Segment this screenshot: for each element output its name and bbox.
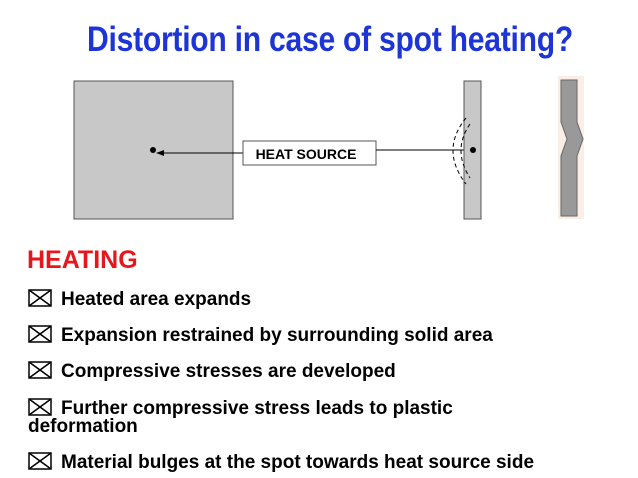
heat-source-label-box	[242, 140, 377, 166]
bullet-text: Further compressive stress leads to plas…	[61, 398, 453, 419]
bullet-text: Compressive stresses are developed	[61, 361, 396, 382]
bullet-item: Expansion restrained by surrounding soli…	[28, 325, 493, 346]
arrow-head-left	[156, 150, 164, 156]
boxed-x-icon	[28, 452, 52, 470]
section-heading: HEATING	[27, 246, 138, 274]
boxed-x-icon	[28, 289, 52, 307]
slide-title: Distortion in case of spot heating?	[87, 20, 573, 59]
bullet-item: Heated area expands	[28, 289, 251, 310]
deformed-plate	[560, 79, 584, 217]
heat-source-label: HEAT SOURCE	[256, 146, 357, 162]
boxed-x-icon	[28, 398, 52, 416]
bullet-text: Heated area expands	[61, 289, 252, 310]
bullet-item: Material bulges at the spot towards heat…	[28, 452, 534, 473]
bullet-item: Compressive stresses are developed	[28, 361, 396, 382]
bullet-continuation: deformation	[28, 416, 138, 437]
boxed-x-icon	[28, 361, 52, 379]
bullet-item: Further compressive stress leads to plas…	[28, 398, 453, 419]
bullet-text: Expansion restrained by surrounding soli…	[61, 325, 493, 346]
bullet-text: Material bulges at the spot towards heat…	[61, 452, 535, 473]
heat-spot-dot	[150, 147, 156, 153]
spot-heating-diagram: HEAT SOURCE	[73, 76, 584, 220]
bulge-dashed-arc-outer	[452, 117, 467, 185]
side-heat-dot	[470, 147, 476, 153]
boxed-x-icon	[28, 325, 52, 343]
bulge-dashed-arc-inner	[460, 123, 471, 179]
